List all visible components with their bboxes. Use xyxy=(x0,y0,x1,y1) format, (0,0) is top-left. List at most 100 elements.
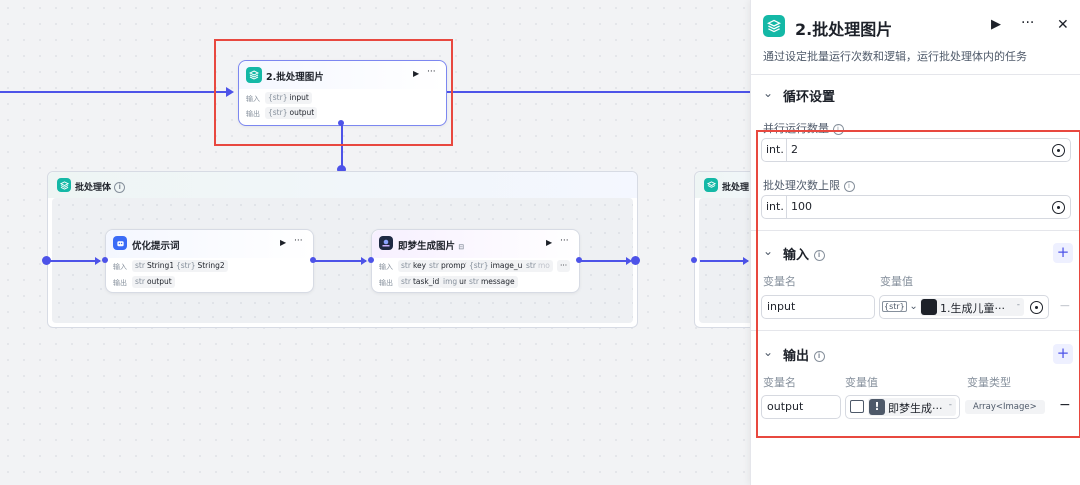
info-icon: i xyxy=(114,182,126,193)
add-output-button[interactable]: + xyxy=(1053,344,1073,364)
edge-a-to-b xyxy=(314,260,366,262)
group-title-text: 批处理体 xyxy=(75,183,112,193)
tag-type: {str} xyxy=(176,261,196,270)
main-node-bottom-port[interactable] xyxy=(338,120,344,126)
input-var-name-field[interactable]: input xyxy=(761,295,875,319)
batch-image-node[interactable]: 2.批处理图片 ▶ ··· 输入 {str}input 输出 {str}outp… xyxy=(238,60,447,126)
tag-type: str xyxy=(469,277,479,286)
group-left-port[interactable] xyxy=(42,256,51,265)
limit-label: 批处理次数上限 i xyxy=(763,177,855,193)
node-a-left-port[interactable] xyxy=(102,257,108,263)
chevron-down-icon[interactable]: ⌄ xyxy=(763,86,774,100)
more-inputs-tag[interactable]: ··· xyxy=(557,260,571,272)
concurrency-field[interactable]: int. 2 xyxy=(761,138,1071,162)
tag-name: image_urls xyxy=(490,261,532,270)
remove-input-button[interactable]: − xyxy=(1059,298,1071,314)
group2-left-port[interactable] xyxy=(691,257,697,263)
variable-ref-icon[interactable] xyxy=(1030,301,1043,314)
tag-type: str xyxy=(401,261,411,270)
tag-type: str xyxy=(429,261,439,270)
remove-output-button[interactable]: − xyxy=(1059,397,1071,413)
tag-type: str xyxy=(135,277,145,286)
bot-avatar-icon xyxy=(921,299,937,315)
edge-left-to-main xyxy=(0,91,232,93)
run-icon[interactable]: ▶ xyxy=(546,238,553,247)
more-icon[interactable]: ··· xyxy=(560,236,569,246)
divider xyxy=(751,230,1080,231)
batch-body-group-2[interactable]: 批处理 xyxy=(694,171,750,328)
add-input-button[interactable]: + xyxy=(1053,243,1073,263)
group-top-port[interactable] xyxy=(337,165,346,174)
group-header xyxy=(48,172,637,198)
concurrency-value: 2 xyxy=(791,143,798,156)
edge-b-to-group xyxy=(580,260,630,262)
concurrency-label: 并行运行数量 i xyxy=(763,120,844,136)
variable-ref-icon[interactable] xyxy=(1052,201,1065,214)
variable-ref-icon[interactable] xyxy=(1052,144,1065,157)
node-b-right-port[interactable] xyxy=(576,257,582,263)
input-var-value-field[interactable]: {str} ⌄ 1.生成儿童··· - xyxy=(879,295,1049,319)
limit-value: 100 xyxy=(791,200,812,213)
tag-type: str xyxy=(526,261,536,270)
node-settings-panel: 2.批处理图片 ▶ ··· ✕ 通过设定批量运行次数和逻辑，运行批处理体内的任务… xyxy=(750,0,1080,485)
ref-chip[interactable]: ! 即梦生成··· - xyxy=(868,398,956,416)
group-right-port[interactable] xyxy=(631,256,640,265)
chevron-down-icon[interactable]: ⌄ xyxy=(763,244,774,258)
bot-icon xyxy=(113,236,127,250)
output-tag: {str}output xyxy=(265,107,318,119)
output-var-value-field[interactable]: ! 即梦生成··· - xyxy=(845,395,960,419)
more-icon[interactable]: ··· xyxy=(294,236,303,246)
more-button[interactable]: ··· xyxy=(1021,15,1035,31)
node-header xyxy=(239,61,446,89)
info-icon: i xyxy=(813,351,825,362)
col-head-type: 变量类型 xyxy=(967,376,1011,389)
run-icon[interactable]: ▶ xyxy=(413,69,420,78)
node-a-right-port[interactable] xyxy=(310,257,316,263)
tag-name: url xyxy=(459,277,470,286)
tag-type: {str} xyxy=(268,93,288,102)
tag-name: task_id xyxy=(412,277,440,286)
tag-type: {str} xyxy=(268,108,288,117)
edge-group-to-a xyxy=(50,260,100,262)
workflow-canvas[interactable]: 2.批处理图片 ▶ ··· 输入 {str}input 输出 {str}outp… xyxy=(0,0,750,485)
arrow-head-icon xyxy=(626,257,632,265)
divider xyxy=(751,330,1080,331)
type-prefix: int. xyxy=(766,143,784,156)
output-section-title: 输出 i xyxy=(783,345,825,364)
ref-chip[interactable]: 1.生成儿童··· - xyxy=(920,298,1024,316)
info-icon: i xyxy=(832,123,844,135)
chevron-down-icon[interactable]: ⌄ xyxy=(763,345,774,359)
limit-field[interactable]: int. 100 xyxy=(761,195,1071,219)
tag-type: str xyxy=(401,277,411,286)
layers-icon xyxy=(246,67,262,83)
group-title: 批处理体 i xyxy=(75,180,126,193)
tag-type: str xyxy=(135,261,145,270)
output-var-name-field[interactable]: output xyxy=(761,395,841,419)
type-select[interactable]: {str} ⌄ xyxy=(882,298,918,316)
arrow-head-icon xyxy=(743,257,749,265)
node-header xyxy=(372,230,579,258)
tag-name: String2 xyxy=(197,261,225,270)
plugin-badge-icon: ⊟ xyxy=(458,243,465,251)
tag-name: key xyxy=(412,261,427,270)
run-button[interactable]: ▶ xyxy=(991,17,1001,32)
run-icon[interactable]: ▶ xyxy=(280,238,287,247)
var-name: input xyxy=(767,300,796,313)
info-icon: i xyxy=(843,180,855,192)
ref-dash: - xyxy=(1016,300,1020,310)
loop-section-title: 循环设置 xyxy=(783,90,836,105)
tag-name: prompt xyxy=(440,261,469,270)
node-b-left-port[interactable] xyxy=(368,257,374,263)
tag-name: output xyxy=(146,277,172,286)
more-icon[interactable]: ··· xyxy=(427,67,436,77)
type-divider xyxy=(786,196,787,218)
node-title: 2.批处理图片 xyxy=(266,72,324,83)
var-name: output xyxy=(767,400,804,413)
close-button[interactable]: ✕ xyxy=(1057,17,1069,33)
input-row-label: 输入 xyxy=(246,95,260,103)
